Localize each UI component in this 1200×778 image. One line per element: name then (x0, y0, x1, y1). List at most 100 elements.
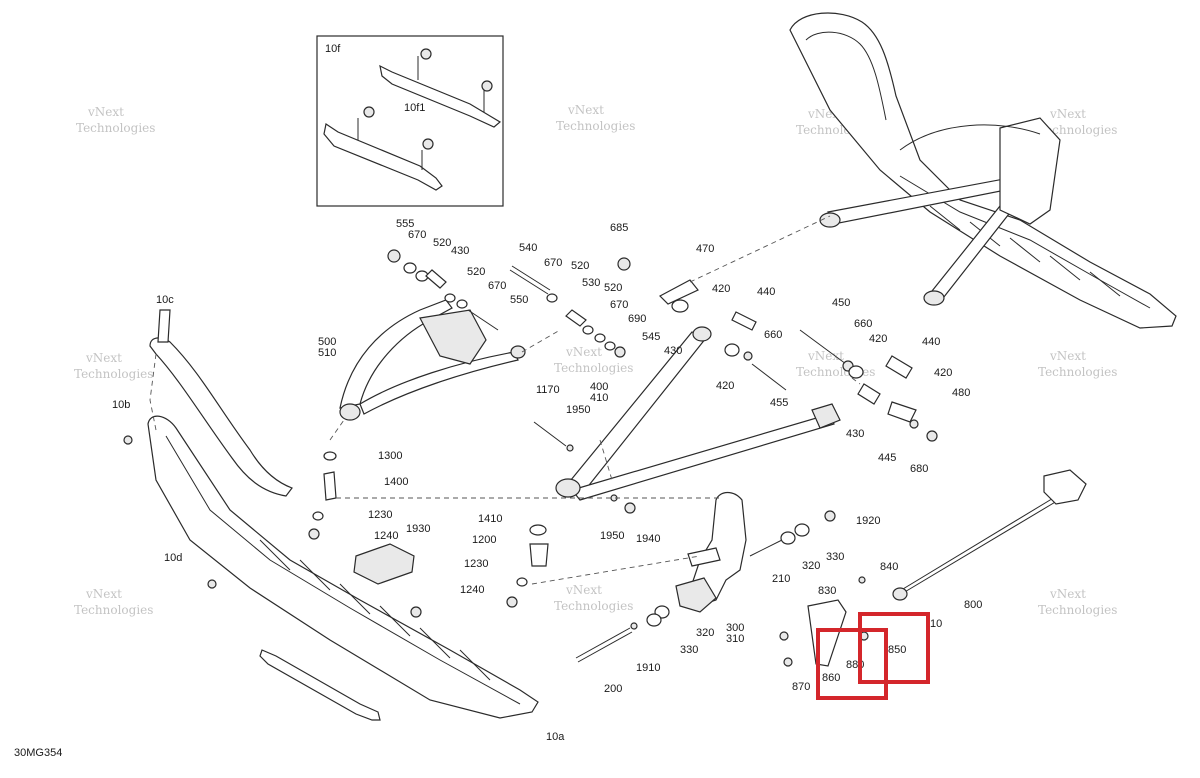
washer-690 (604, 341, 616, 351)
watermark-line1: vNext (85, 587, 122, 601)
lower-ball-joint (555, 478, 581, 498)
watermark-line1: vNext (565, 345, 602, 359)
watermark: vNext Technologies (74, 351, 153, 381)
watermark-line2: Technologies (1038, 123, 1117, 137)
handle-stem (157, 309, 171, 343)
assembly-line (149, 353, 157, 431)
callout-450: 450 (832, 297, 850, 309)
highlight-box-880 (816, 628, 888, 700)
watermark-line1: vNext (565, 583, 602, 597)
watermark: vNext Technologies (74, 587, 153, 617)
spindle (675, 491, 747, 613)
callout-455: 455 (770, 397, 788, 409)
bracket-440 (731, 311, 757, 331)
ski-handle-left (149, 337, 293, 497)
callout-420: 420 (869, 333, 887, 345)
callout-420: 420 (716, 380, 734, 392)
ski-body-right (789, 12, 1177, 329)
callout-420: 420 (934, 367, 952, 379)
callout-430: 430 (451, 245, 469, 257)
callout-320: 320 (802, 560, 820, 572)
callout-660: 660 (854, 318, 872, 330)
washer-320 (780, 531, 796, 545)
lower-a-arm (555, 326, 841, 501)
inset-frame (316, 35, 504, 207)
callout-430: 430 (846, 428, 864, 440)
steering-link (892, 469, 1087, 601)
nut (363, 106, 375, 118)
part-1300 (323, 451, 337, 461)
watermark-line1: vNext (1049, 587, 1086, 601)
callout-1920: 1920 (856, 515, 880, 527)
washer-520 (582, 325, 594, 335)
nut-1920 (824, 510, 836, 522)
callout-440: 440 (757, 286, 775, 298)
bolt-1170 (533, 421, 567, 447)
watermark-line1: vNext (87, 105, 124, 119)
assembly-lines (149, 215, 861, 585)
washer-670 (594, 333, 606, 343)
cap-1940 (624, 502, 636, 514)
block-1930 (353, 543, 415, 585)
tie-rod-end (1043, 469, 1087, 505)
callout-540: 540 (519, 242, 537, 254)
callout-10d: 10d (164, 552, 182, 564)
inset-label-10f: 10f (325, 43, 341, 55)
nut-1240 (308, 528, 320, 540)
callout-530: 530 (582, 277, 600, 289)
callout-800: 800 (964, 599, 982, 611)
bushing-210 (749, 539, 783, 557)
bolt-860 (783, 657, 793, 667)
hardware (308, 249, 938, 663)
callout-300: 300 (726, 622, 744, 634)
callout-1170: 1170 (536, 384, 560, 396)
ski-ribs-left (259, 539, 491, 681)
nut (422, 138, 434, 150)
nut-1240 (506, 596, 518, 608)
watermark: vNext Technologies (1038, 349, 1117, 379)
callout-1400: 1400 (384, 476, 408, 488)
callout-670: 670 (544, 257, 562, 269)
assembly-line (689, 215, 831, 283)
a-arm-front-tube (339, 299, 453, 409)
callout-850: 850 (888, 644, 906, 656)
nut-555 (387, 249, 401, 263)
bracket-470 (659, 279, 699, 305)
washer-330 (794, 523, 810, 537)
callout-1930: 1930 (406, 523, 430, 535)
callout-660: 660 (764, 329, 782, 341)
watermark-line2: Technologies (1038, 365, 1117, 379)
watermark-line1: vNext (1049, 349, 1086, 363)
callout-555: 555 (396, 218, 414, 230)
watermark-line2: Technologies (554, 361, 633, 375)
lower-arm-rear-tube (570, 413, 835, 501)
lower-arm-bushing (692, 326, 712, 342)
callout-400: 400 (590, 381, 608, 393)
left-ski-assembly (123, 309, 539, 721)
watermark: vNext Technologies (796, 349, 875, 379)
callout-1940: 1940 (636, 533, 660, 545)
watermark: vNext Technologies (554, 583, 633, 613)
callout-520: 520 (467, 266, 485, 278)
bushing-530 (565, 309, 587, 327)
nut (481, 80, 493, 92)
callout-545: 545 (642, 331, 660, 343)
bushing (923, 290, 945, 306)
washer-1230 (516, 577, 528, 587)
bracket-830 (807, 599, 847, 667)
callout-1950: 1950 (566, 404, 590, 416)
bushing-420 (724, 343, 740, 357)
callout-420: 420 (712, 283, 730, 295)
ski-handle (805, 31, 887, 121)
callout-330: 330 (680, 644, 698, 656)
bracket-440 (885, 355, 913, 379)
callout-1240: 1240 (374, 530, 398, 542)
watermark: vNext Technologies (1038, 107, 1117, 137)
bolt-870 (779, 631, 789, 641)
bushing-end (510, 345, 526, 359)
washer-1230 (312, 511, 324, 521)
drawing-code: 30MG354 (14, 747, 62, 759)
callout-870: 870 (792, 681, 810, 693)
